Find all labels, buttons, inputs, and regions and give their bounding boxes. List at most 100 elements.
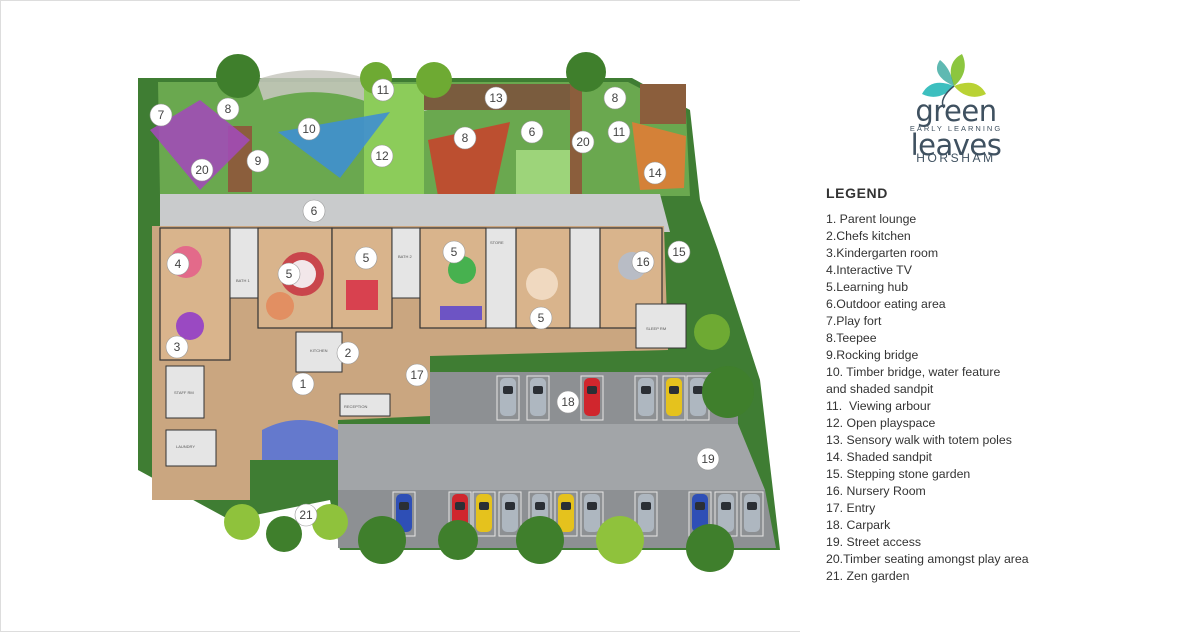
car (530, 378, 546, 416)
paved-terrace (160, 194, 670, 232)
marker-number: 7 (158, 108, 165, 122)
marker-circle (643, 161, 667, 185)
marker-number: 10 (302, 122, 316, 136)
car (584, 378, 600, 416)
car (718, 494, 734, 532)
marker-number: 11 (613, 125, 626, 139)
legend-item: 18. Carpark (826, 518, 891, 532)
mat-chevron (346, 280, 378, 310)
car-windscreen (641, 502, 651, 510)
marker-circle (354, 246, 378, 270)
marker-circle (297, 117, 321, 141)
parking-bay (634, 375, 658, 421)
parking-bay (740, 491, 764, 537)
car (502, 494, 518, 532)
marker-number: 12 (375, 149, 389, 163)
car-windscreen (587, 386, 597, 394)
car (666, 378, 682, 416)
car-windscreen (641, 386, 651, 394)
marker-number: 13 (489, 91, 503, 105)
marker-number: 20 (195, 163, 209, 177)
label-kitchen: KITCHEN (310, 348, 328, 353)
legend-item: 10. Timber bridge, water feature (826, 365, 1001, 379)
car (584, 494, 600, 532)
marker-number: 11 (377, 83, 390, 97)
marker-number: 20 (576, 135, 590, 149)
car (638, 494, 654, 532)
label-sleep: SLEEP RM (646, 326, 666, 331)
parking-bay (662, 375, 686, 421)
label-staffroom: STAFF RM (174, 390, 194, 395)
parking-bay (498, 491, 522, 537)
marker-circle (165, 335, 189, 359)
legend-item: 1. Parent lounge (826, 212, 917, 226)
parking-bay (472, 491, 496, 537)
shade-sail-purple (150, 100, 250, 190)
marker-circle (405, 363, 429, 387)
legend-item: 21. Zen garden (826, 569, 910, 583)
marker-number: 8 (462, 131, 469, 145)
marker-circle (302, 199, 326, 223)
legend-item: 11. Viewing arbour (826, 399, 931, 413)
legend-item: 17. Entry (826, 501, 876, 515)
marker-circle (529, 306, 553, 330)
bath-2 (391, 227, 421, 299)
room-reception (339, 393, 391, 417)
marker-circle (453, 126, 477, 150)
legend-item: 7.Play fort (826, 314, 882, 328)
marker-number: 4 (175, 257, 182, 271)
car (558, 494, 574, 532)
marker-number: 2 (345, 346, 352, 360)
trees (216, 52, 754, 572)
marker-circle (442, 240, 466, 264)
car (638, 378, 654, 416)
room-kitchen (295, 331, 343, 373)
marker-number: 16 (636, 255, 650, 269)
marker-number: 1 (300, 377, 307, 391)
legend-item: 3.Kindergarten room (826, 246, 939, 260)
marker-circle (607, 120, 631, 144)
car-windscreen (479, 502, 489, 510)
marker-circle (336, 341, 360, 365)
marker-number: 5 (451, 245, 458, 259)
leaf-icon (922, 54, 986, 109)
marker-number: 8 (612, 91, 619, 105)
car (744, 494, 760, 532)
marker-circle (294, 503, 318, 527)
car-windscreen (587, 502, 597, 510)
legend-title: LEGEND (826, 185, 888, 201)
legend-item: 19. Street access (826, 535, 922, 549)
room-staff (165, 365, 205, 419)
marker-number: 19 (701, 452, 715, 466)
car-windscreen (503, 386, 513, 394)
marker-number: 8 (225, 102, 232, 116)
car-windscreen (455, 502, 465, 510)
marker-circle (603, 86, 627, 110)
marker-number: 15 (672, 245, 686, 259)
car-windscreen (693, 386, 703, 394)
label-bath1: BATH 1 (236, 278, 250, 283)
car-windscreen (747, 502, 757, 510)
car (476, 494, 492, 532)
entry-ramp (262, 420, 338, 460)
marker-number: 6 (529, 125, 536, 139)
marker-number: 14 (648, 166, 662, 180)
marker-circle (291, 372, 315, 396)
marker-circle (216, 97, 240, 121)
marker-circle (520, 120, 544, 144)
room-laundry (165, 429, 217, 467)
parking-bay (526, 375, 550, 421)
marker-circle (149, 103, 173, 127)
label-reception: RECEPTION (344, 404, 367, 409)
mat-floral (266, 292, 294, 320)
open-playspace (364, 84, 424, 194)
marker-circle (246, 149, 270, 173)
room-learning-hub-2 (331, 227, 393, 329)
parking-bay (580, 375, 604, 421)
label-store: STORE (490, 240, 504, 245)
parking-bay (496, 375, 520, 421)
legend-item: 2.Chefs kitchen (826, 229, 911, 243)
bath-3 (569, 227, 601, 329)
marker-number: 5 (538, 311, 545, 325)
